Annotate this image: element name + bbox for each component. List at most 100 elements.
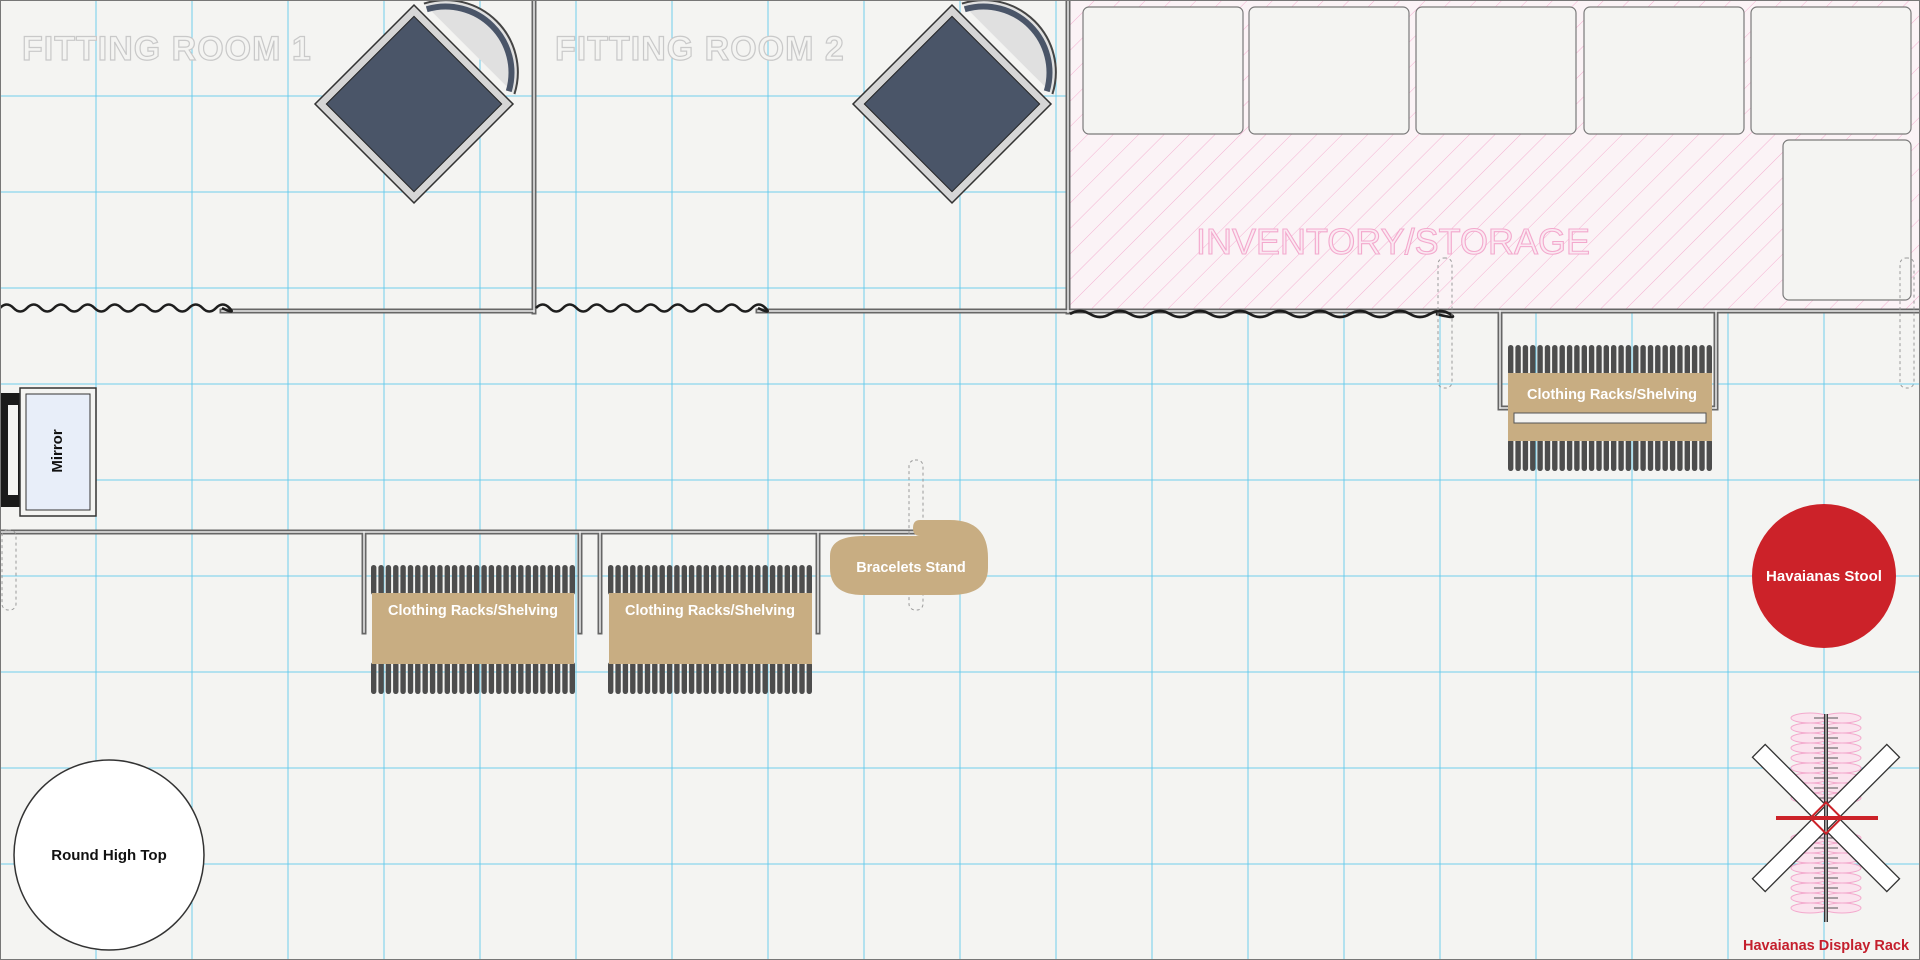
hanger [769,565,776,595]
hanger [378,565,384,595]
hanger [1508,439,1514,471]
chair-fitting-room-1[interactable] [313,0,546,205]
storage-bin[interactable] [1248,6,1410,135]
hanger [444,565,450,595]
hanger [725,662,732,694]
hanger-rail [371,565,575,595]
hanger [637,565,643,595]
hanger [481,565,487,595]
clothing-rack-center[interactable]: Clothing Racks/Shelving [608,565,812,694]
hanger [1566,439,1573,471]
hanger [696,565,702,595]
hanger [703,565,709,595]
hanger [1684,345,1690,375]
hanger [510,662,517,694]
storage-bin[interactable] [1750,6,1912,135]
hanger [630,565,636,595]
clothing-rack-top-right[interactable]: Clothing Racks/Shelving [1508,345,1712,471]
hanger [393,565,399,595]
hanger [422,565,428,595]
hanger-rail [608,662,812,694]
hanger [1625,439,1632,471]
hanger [1588,439,1595,471]
hanger [503,565,509,595]
storage-area[interactable]: INVENTORY/STORAGE [1070,0,1920,313]
hanger [532,662,539,694]
havaianas-display-rack[interactable]: Havaianas Display Rack [1743,712,1910,954]
hanger [1596,345,1602,375]
hanger [784,565,790,595]
round-high-top-table[interactable]: Round High Top [13,759,205,951]
hanger [488,662,495,694]
hanger [525,662,531,694]
hanger [659,662,665,694]
hanger [1662,345,1668,375]
hanger [1684,439,1690,471]
hanger [1552,345,1558,375]
hanger [459,662,465,694]
hanger [681,565,687,595]
storage-bin[interactable] [1415,6,1577,135]
fitting-room-1-title: FITTING ROOM 1 [22,30,312,68]
hanger [518,662,524,694]
clothing-rack-left[interactable]: Clothing Racks/Shelving [371,565,575,694]
hanger [718,662,724,694]
chair-fitting-room-2[interactable] [851,0,1084,205]
havaianas-stool[interactable]: Havaianas Stool [1752,504,1896,648]
hanger [451,662,458,694]
hanger [371,565,377,595]
hanger [1647,345,1654,375]
hanger [385,662,392,694]
hanger [622,662,629,694]
hanger [747,662,754,694]
hanger [466,565,472,595]
hanger [1544,345,1551,375]
hanger [1574,439,1580,471]
hanger [481,662,487,694]
hanger [1611,439,1617,471]
hanger [1596,439,1602,471]
hanger [1677,345,1683,375]
havaianas-display-rack-label: Havaianas Display Rack [1743,938,1910,954]
hanger [1669,439,1676,471]
hanger [1559,439,1565,471]
bracelets-stand[interactable]: Bracelets Stand [830,520,988,595]
storage-bin[interactable] [1782,139,1912,301]
hanger [371,662,377,694]
storage-bins [1082,6,1912,301]
hanger [1655,439,1661,471]
hanger [799,662,805,694]
hanger [437,662,443,694]
hanger [630,662,636,694]
hanger [393,662,399,694]
hanger [718,565,724,595]
hanger [429,565,436,595]
walls [0,0,1920,635]
hanger [747,565,754,595]
hanger [696,662,702,694]
hanger [1581,439,1587,471]
storage-bin[interactable] [1082,6,1244,135]
hanger [791,565,798,595]
hanger [1618,345,1624,375]
hanger [496,662,502,694]
hanger [740,662,746,694]
hanger-rail [608,565,812,595]
hanger [415,662,421,694]
storage-bin[interactable] [1583,6,1745,135]
havaianas-stool-label: Havaianas Stool [1766,568,1882,585]
hanger [1574,345,1580,375]
hanger [474,565,480,595]
hanger [777,565,783,595]
hanger [688,565,695,595]
hanger [385,565,392,595]
hanger [711,565,717,595]
hanger [562,565,568,595]
hanger [415,565,421,595]
hanger [437,565,443,595]
curtain-fitting-room-1 [0,303,233,313]
hanger [1544,439,1551,471]
mirror[interactable]: Mirror [0,387,97,517]
bracelets-stand-label: Bracelets Stand [856,560,966,576]
hanger-rail [1508,345,1712,375]
